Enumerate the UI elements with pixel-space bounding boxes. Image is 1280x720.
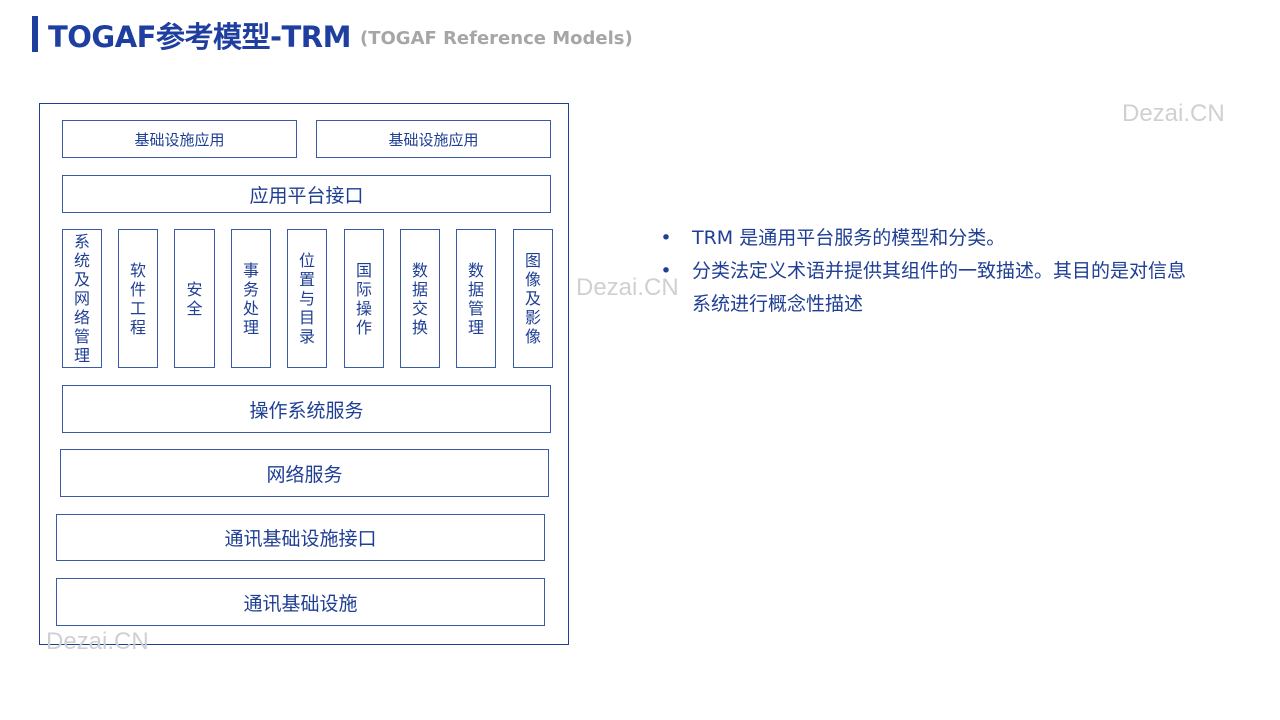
bullet-item: • 分类法定义术语并提供其组件的一致描述。其目的是对信息系统进行概念性描述 xyxy=(660,255,1190,321)
comm-infra-box: 通讯基础设施 xyxy=(56,578,545,626)
service-label: 软件工程 xyxy=(129,260,146,337)
service-box-data-management: 数据管理 xyxy=(456,229,496,368)
app-platform-interface-box: 应用平台接口 xyxy=(62,175,551,213)
bullet-dot: • xyxy=(660,260,672,282)
watermark: Dezai.CN xyxy=(1122,100,1225,127)
service-label: 位置与目录 xyxy=(298,251,315,346)
service-box-transaction-processing: 事务处理 xyxy=(231,229,271,368)
watermark: Dezai.CN xyxy=(576,274,679,301)
service-label: 国际操作 xyxy=(355,260,372,337)
trm-diagram: 基础设施应用 基础设施应用 应用平台接口 系统及网络管理 软件工程 安全 事务处… xyxy=(39,103,569,645)
service-box-location-directory: 位置与目录 xyxy=(287,229,327,368)
service-box-software-engineering: 软件工程 xyxy=(118,229,158,368)
os-services-box: 操作系统服务 xyxy=(62,385,551,433)
service-label: 安全 xyxy=(186,279,203,318)
service-label: 事务处理 xyxy=(242,260,259,337)
service-box-security: 安全 xyxy=(174,229,215,368)
bullet-dot: • xyxy=(660,227,672,249)
watermark: Dezai.CN xyxy=(46,628,149,655)
service-label: 系统及网络管理 xyxy=(73,232,90,365)
service-label: 数据交换 xyxy=(411,260,428,337)
comm-infra-interface-box: 通讯基础设施接口 xyxy=(56,514,545,561)
service-box-international-operations: 国际操作 xyxy=(344,229,384,368)
service-label: 数据管理 xyxy=(467,260,484,337)
bullet-item: • TRM 是通用平台服务的模型和分类。 xyxy=(660,222,1190,255)
bullet-text: 分类法定义术语并提供其组件的一致描述。其目的是对信息系统进行概念性描述 xyxy=(692,260,1187,315)
bullet-list: • TRM 是通用平台服务的模型和分类。 • 分类法定义术语并提供其组件的一致描述。… xyxy=(660,222,1190,321)
bullet-text: TRM 是通用平台服务的模型和分类。 xyxy=(692,227,1006,249)
service-box-data-interchange: 数据交换 xyxy=(400,229,440,368)
network-services-box: 网络服务 xyxy=(60,449,549,497)
page-subtitle: (TOGAF Reference Models) xyxy=(360,28,633,49)
service-box-graphics-imaging: 图像及影像 xyxy=(513,229,553,368)
app-infra-box-left: 基础设施应用 xyxy=(62,120,297,158)
app-infra-box-right: 基础设施应用 xyxy=(316,120,551,158)
title-accent-bar xyxy=(32,16,38,52)
service-box-system-network-mgmt: 系统及网络管理 xyxy=(62,229,102,368)
page-title: TOGAF参考模型-TRM xyxy=(48,20,352,54)
service-label: 图像及影像 xyxy=(524,251,541,346)
